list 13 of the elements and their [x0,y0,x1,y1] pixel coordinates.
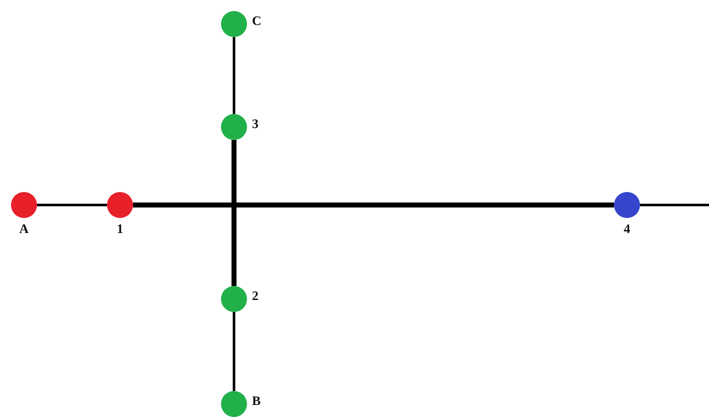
thick-line [232,140,236,286]
line [232,312,236,391]
line [232,37,236,114]
line [37,204,107,206]
node-label: 4 [624,222,630,236]
line [640,204,709,206]
node-label: 1 [116,222,124,236]
node-label: 3 [252,117,258,131]
node-label: B [252,394,261,408]
node-label: 2 [252,289,258,303]
node-label: A [19,222,29,236]
thick-line [133,202,614,208]
node-label: C [252,14,262,28]
